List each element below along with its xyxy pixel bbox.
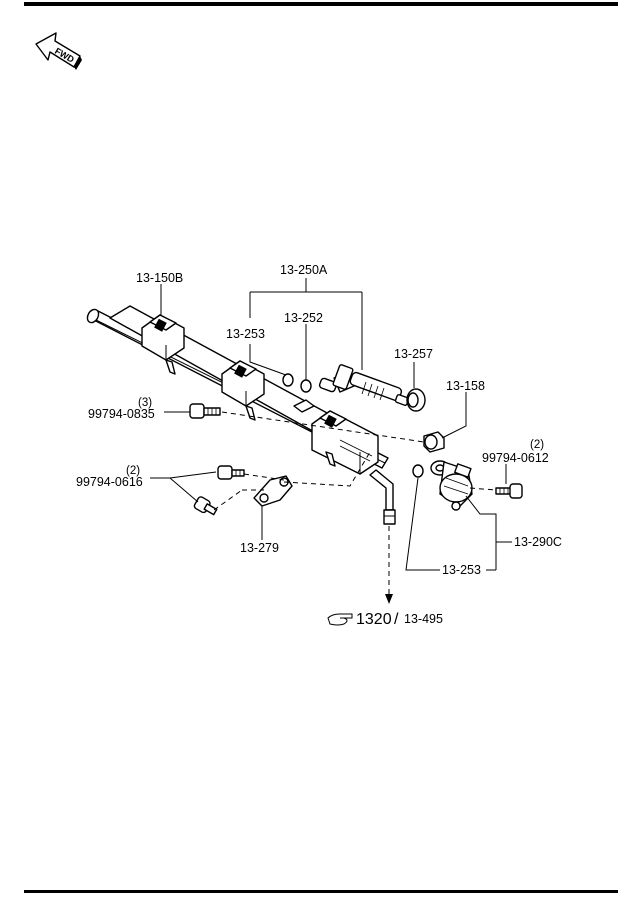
callout-bolt-top: 99794-0835 bbox=[88, 407, 155, 421]
bolt-left-upper bbox=[217, 465, 245, 480]
o-ring-upper bbox=[282, 373, 294, 387]
callout-injector-assembly: 13-250A bbox=[280, 263, 328, 277]
fuel-injector bbox=[318, 364, 410, 406]
callout-bolt-left-qty: (2) bbox=[126, 465, 140, 477]
o-ring-lower bbox=[412, 464, 424, 478]
reference-separator: / bbox=[394, 611, 399, 628]
callout-insulator: 13-257 bbox=[394, 347, 433, 361]
bracket bbox=[253, 475, 293, 507]
pointing-hand-icon bbox=[327, 613, 353, 626]
bottom-border-rule bbox=[24, 890, 618, 893]
pressure-regulator bbox=[430, 460, 473, 511]
forward-arrow-icon bbox=[35, 32, 82, 70]
callout-o-ring-top: 13-253 bbox=[226, 327, 265, 341]
reference-main: 1320 bbox=[356, 611, 392, 628]
fuel-rail bbox=[86, 305, 396, 525]
top-border-rule bbox=[24, 2, 618, 6]
insulator bbox=[406, 388, 426, 412]
bolt-right bbox=[495, 483, 523, 499]
callout-bolt-left: 99794-0616 bbox=[76, 475, 143, 489]
section-reference: 1320 / 13-495 bbox=[327, 611, 443, 628]
callout-bolt-top-qty: (3) bbox=[138, 397, 152, 409]
callout-o-ring-middle: 13-252 bbox=[284, 311, 323, 325]
cap bbox=[423, 431, 445, 453]
injector-boss-3 bbox=[311, 410, 379, 475]
injector-boss-1 bbox=[141, 314, 185, 375]
callout-bracket: 13-279 bbox=[240, 541, 279, 555]
bolt-left-lower bbox=[193, 496, 218, 516]
callout-bolt-right: 99794-0612 bbox=[482, 451, 549, 465]
callout-bolt-right-qty: (2) bbox=[530, 439, 544, 451]
callout-o-ring-bottom: 13-253 bbox=[442, 563, 481, 577]
injector-boss-2 bbox=[221, 360, 265, 421]
down-arrow-icon bbox=[385, 594, 393, 604]
o-ring-middle bbox=[300, 379, 312, 393]
bolt-top bbox=[189, 403, 221, 419]
callout-cap: 13-158 bbox=[446, 379, 485, 393]
fwd-badge: FWD bbox=[35, 32, 82, 70]
reference-sub: 13-495 bbox=[404, 612, 443, 626]
callout-pressure-regulator: 13-290C bbox=[514, 535, 562, 549]
callout-fuel-rail: 13-150B bbox=[136, 271, 183, 285]
